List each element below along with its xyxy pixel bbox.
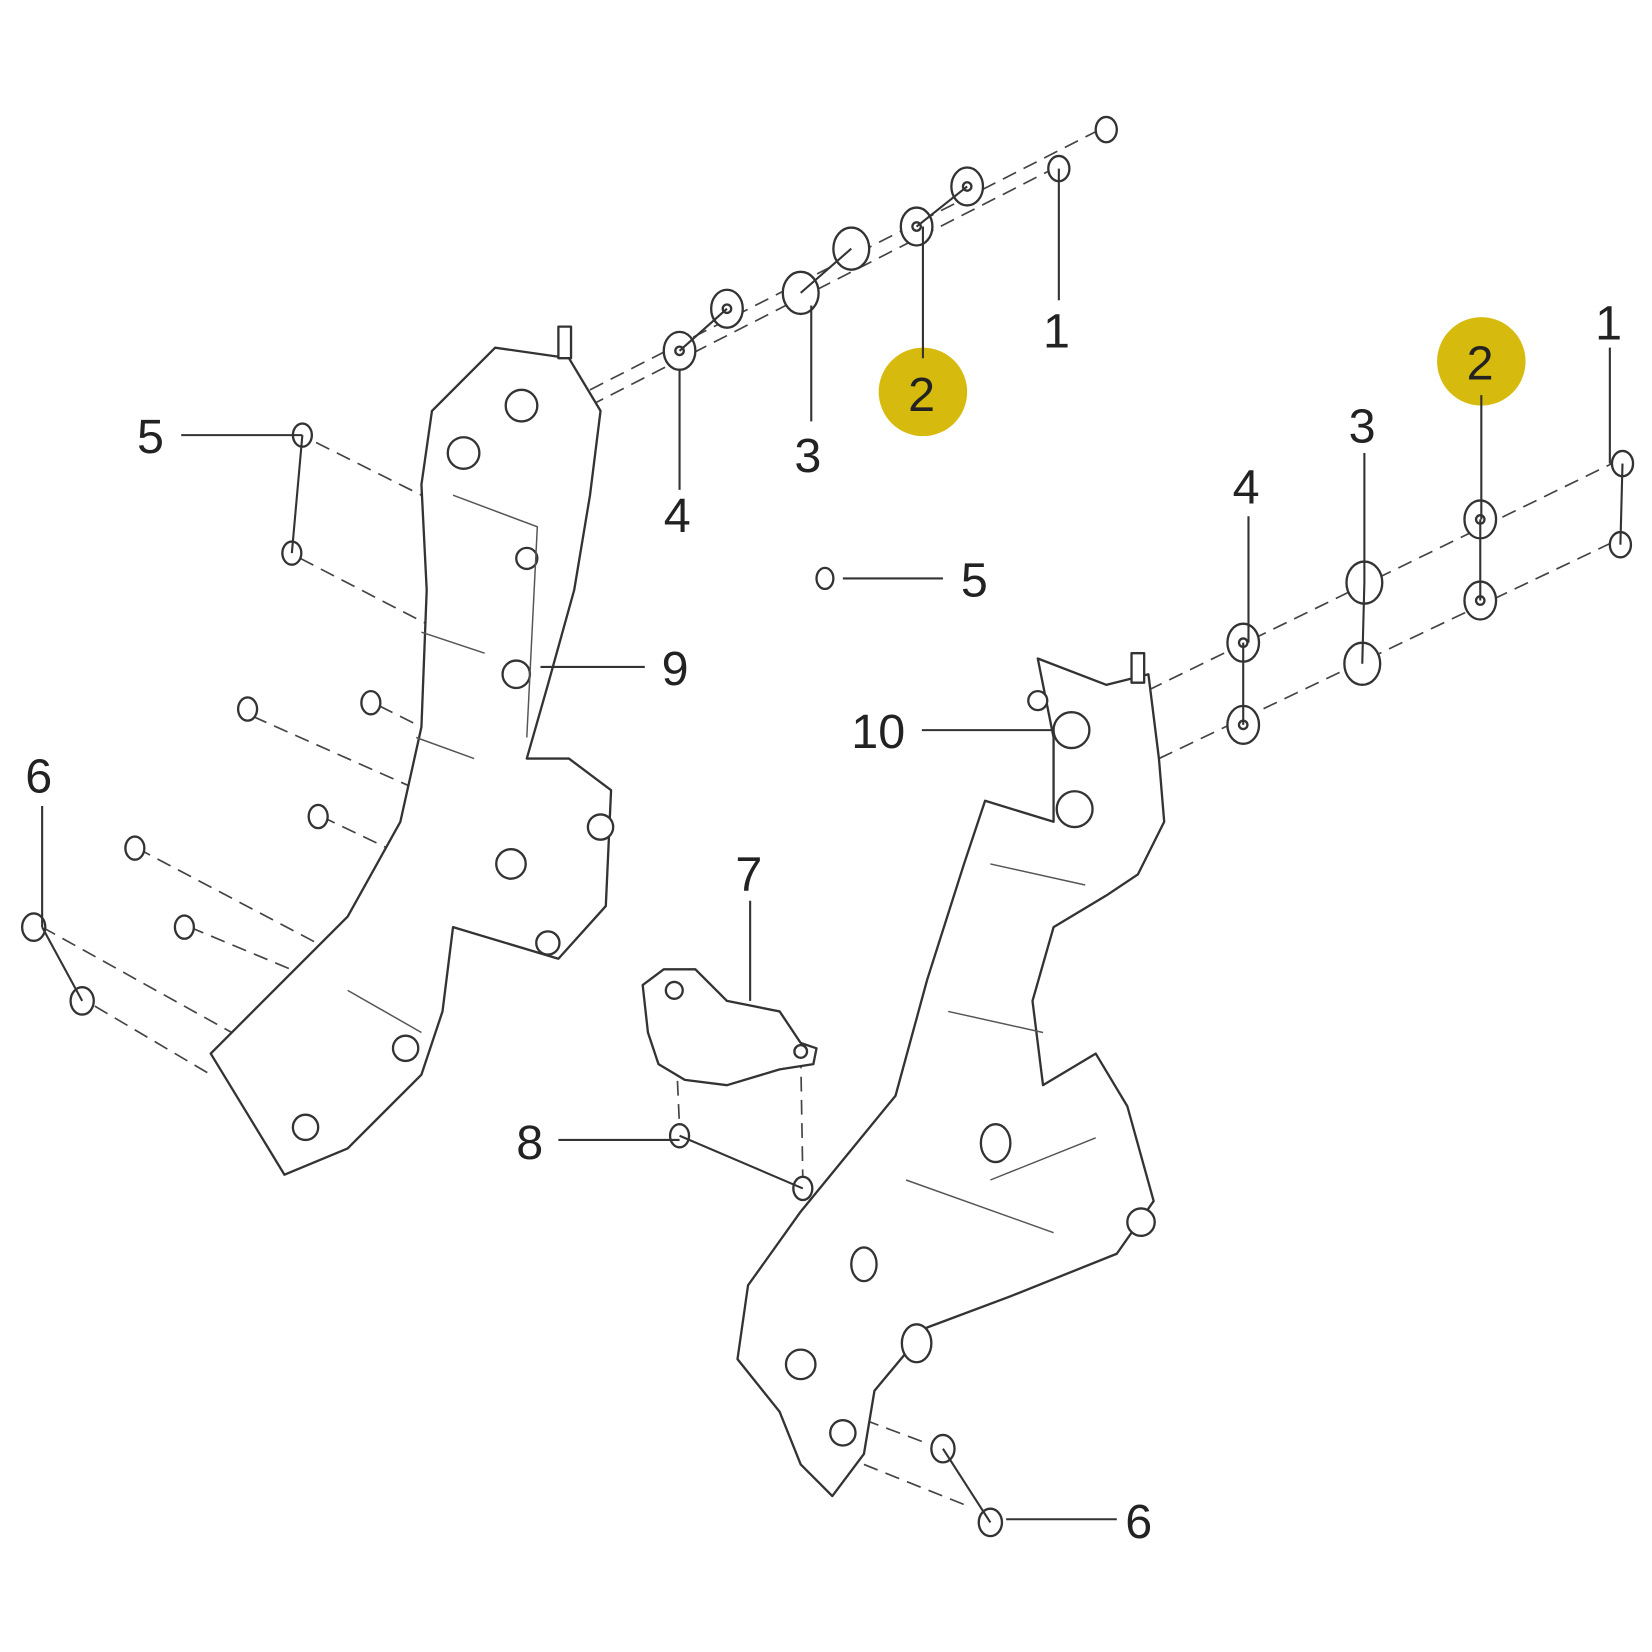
callout-5: 5 [137,410,164,464]
small-bracket-part-7 [641,968,818,1087]
callout-1: 1 [1043,305,1070,359]
callout-8: 8 [516,1116,543,1170]
highlight-part-2-left [878,347,968,437]
highlight-part-2-right [1437,317,1526,406]
callout-3: 3 [794,429,821,483]
callout-4: 4 [664,489,691,543]
callout-7: 7 [735,847,762,901]
bracket-right-part-10 [736,652,1166,1498]
callout-1-right: 1 [1595,296,1622,350]
callout-2-right-highlighted: 2 [1467,336,1494,390]
callout-6-right: 6 [1125,1495,1152,1549]
bracket-left-part-9 [209,325,615,1176]
callout-4-right: 4 [1233,461,1260,515]
callout-2-highlighted: 2 [908,368,935,422]
callout-3-right: 3 [1349,400,1376,454]
leader-lines [41,168,1624,1523]
callout-5-mid: 5 [961,553,988,607]
callout-6: 6 [25,749,52,803]
callout-10: 10 [851,705,905,759]
callout-9: 9 [662,642,689,696]
